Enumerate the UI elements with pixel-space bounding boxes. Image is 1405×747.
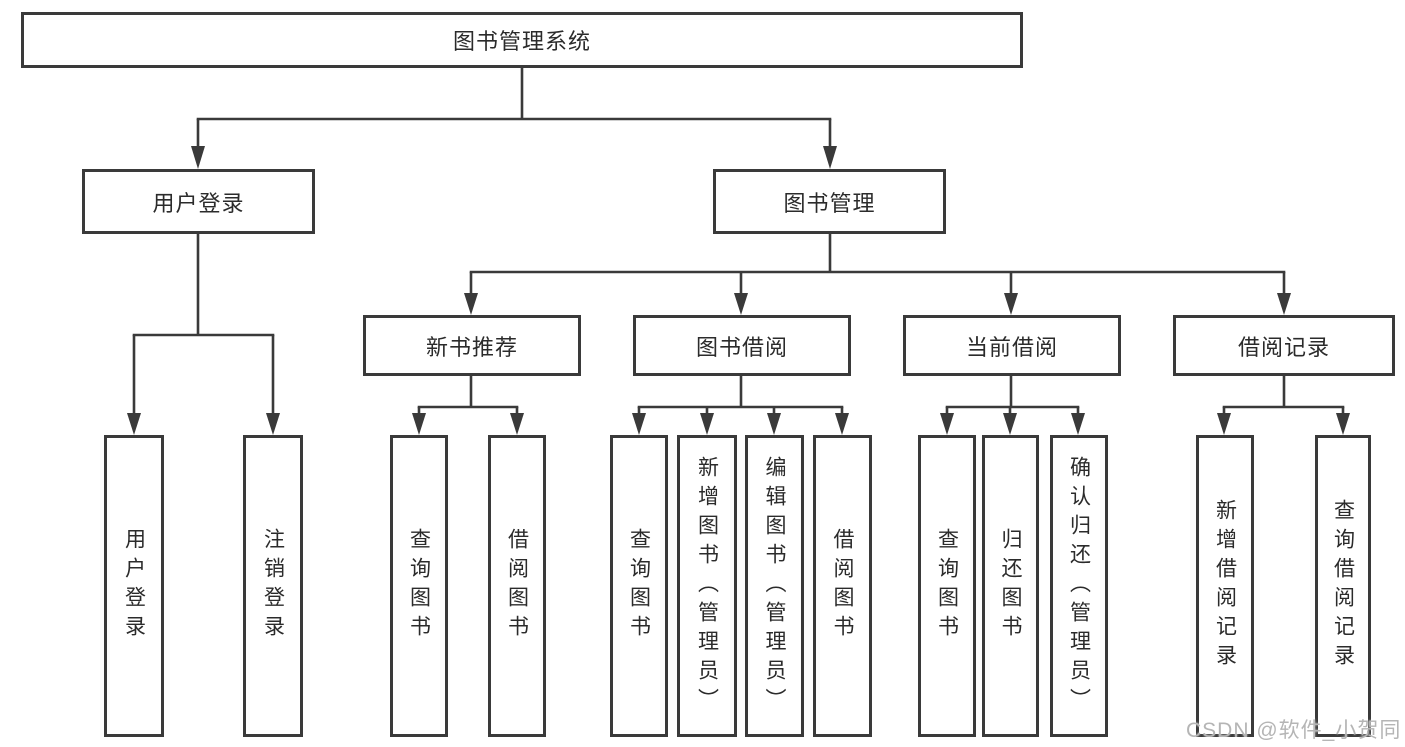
leaf-query-borrow-record: 查询借阅记录 [1315,435,1371,737]
node-book-management: 图书管理 [713,169,946,234]
leaf-add-book-admin: 新增图书（管理员） [677,435,737,737]
leaf-logout-label: 注销登录 [261,528,285,644]
leaf-add-borrow-record-label: 新增借阅记录 [1213,499,1237,673]
leaf-borrow-books-label: 借阅图书 [831,528,854,644]
node-root: 图书管理系统 [21,12,1023,68]
leaf-query-books-recommend: 查询图书 [390,435,448,737]
leaf-user-login: 用户登录 [104,435,164,737]
node-user-login: 用户登录 [82,169,315,234]
leaf-borrow-books: 借阅图书 [813,435,872,737]
leaf-query-books-current: 查询图书 [918,435,976,737]
leaf-borrow-books-recommend: 借阅图书 [488,435,546,737]
leaf-add-book-admin-label: 新增图书（管理员） [695,455,719,717]
leaf-borrow-books-recommend-label: 借阅图书 [505,528,529,644]
node-new-book-recommend: 新书推荐 [363,315,581,376]
leaf-query-books-current-label: 查询图书 [935,528,959,644]
leaf-return-book: 归还图书 [982,435,1039,737]
leaf-confirm-return-admin-label: 确认归还（管理员） [1067,455,1091,717]
node-book-borrow: 图书借阅 [633,315,851,376]
leaf-edit-book-admin: 编辑图书（管理员） [745,435,804,737]
leaf-user-login-label: 用户登录 [122,528,146,644]
leaf-edit-book-admin-label: 编辑图书（管理员） [763,455,786,717]
node-borrow-records: 借阅记录 [1173,315,1395,376]
leaf-query-borrow-record-label: 查询借阅记录 [1331,499,1355,673]
leaf-return-book-label: 归还图书 [999,528,1022,644]
node-current-borrow: 当前借阅 [903,315,1121,376]
leaf-query-books-borrow: 查询图书 [610,435,668,737]
leaf-logout: 注销登录 [243,435,303,737]
leaf-query-books-recommend-label: 查询图书 [407,528,431,644]
leaf-confirm-return-admin: 确认归还（管理员） [1050,435,1108,737]
csdn-watermark: CSDN @软件_小贺同学 [1186,719,1402,742]
leaf-query-books-borrow-label: 查询图书 [627,528,651,644]
leaf-add-borrow-record: 新增借阅记录 [1196,435,1254,737]
